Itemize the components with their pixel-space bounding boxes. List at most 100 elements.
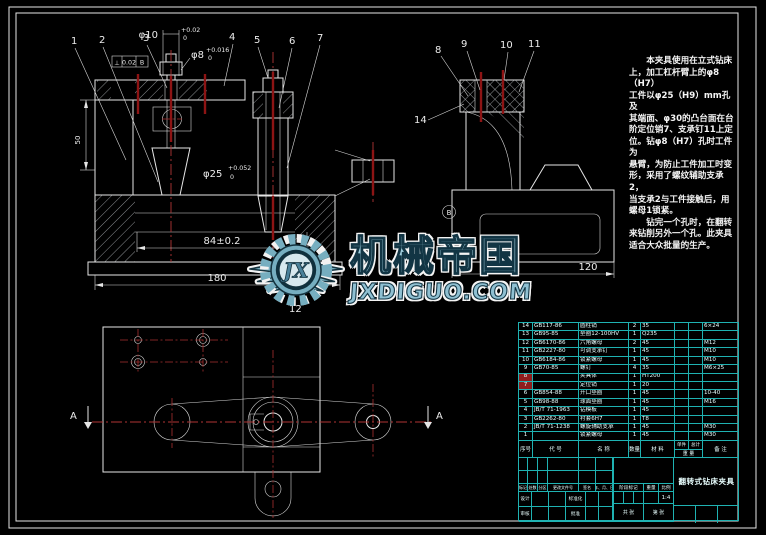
bom-cell-name: 定位销 <box>579 381 629 390</box>
bom-cell-name: 螺钉 <box>579 365 629 373</box>
bom-cell-unit-weight <box>675 323 689 331</box>
watermark-brand: 机械帝国 <box>349 231 522 280</box>
bom-cell-code: GB2227-80 <box>533 348 579 356</box>
bom-cell-total-weight <box>689 407 703 415</box>
bom-cell-total-weight <box>689 424 703 432</box>
bom-cell-material: 35 <box>641 323 675 331</box>
bom-cell-material: 45 <box>641 407 675 415</box>
bom-cell-total-weight <box>689 432 703 440</box>
bom-cell-unit-weight <box>675 407 689 415</box>
dim-phi10-upper: +0.02 <box>181 27 200 34</box>
bom-cell-unit-weight <box>675 381 689 390</box>
revision-labels: 标记 处数 分区 更改文件号 签名 年、月、日 <box>519 484 613 492</box>
bom-cell-num: 4 <box>519 407 533 415</box>
bom-cell-material: 45 <box>641 339 675 348</box>
bom-cell-total-weight <box>689 365 703 373</box>
front-view-dimensions: φ10 +0.02 0 φ8 +0.016 0 ⊥ 0.02 B φ25 +0.… <box>74 27 341 290</box>
bom-header-weight-label: 重 量 <box>682 450 695 457</box>
label-weight: 重量 <box>644 484 659 492</box>
bom-cell-remark: 10-40 <box>704 390 721 397</box>
bom-cell-unit-weight <box>675 365 689 373</box>
watermark-site: JXDIGUO.COM <box>349 279 534 305</box>
bom-cell-total-weight <box>689 339 703 348</box>
label-stage-mark: 阶段标记 <box>614 484 644 492</box>
drawing-title-cell: 翻转式钻床夹具 <box>673 458 739 523</box>
bom-cell-material: 45 <box>641 390 675 398</box>
label-approve: 批准 <box>566 507 586 522</box>
bom-header-weight: 单件 总计 重 量 <box>675 441 703 457</box>
callout-6: 6 <box>289 36 295 47</box>
bom-cell-qty: 1 <box>629 415 641 424</box>
callout-2: 2 <box>99 35 105 46</box>
bom-cell-total-weight <box>689 348 703 356</box>
bom-row: 14 GB117-86 圆柱销 2 35 6×24 <box>519 323 738 332</box>
signature-area: 设计 标准化 审核 批准 <box>519 492 613 522</box>
bom-cell-qty: 1 <box>629 356 641 365</box>
bom-header-qty: 数量 <box>629 441 641 457</box>
bom-cell-unit-weight <box>675 432 689 440</box>
bom-row: 10 GB6184-86 锁紧螺母 1 45 M10 <box>519 356 738 366</box>
bom-cell-name: 六角螺母 <box>579 339 629 348</box>
bom-cell-qty: 1 <box>629 373 641 381</box>
dim-phi8-lower: 0 <box>208 55 212 62</box>
bom-cell-remark <box>703 374 738 381</box>
bom-cell-unit-weight <box>675 331 689 339</box>
bom-cell-total-weight <box>689 415 703 424</box>
label-design: 设计 <box>519 492 532 507</box>
bom-cell-qty: 2 <box>629 323 641 331</box>
callout-11: 11 <box>528 39 541 50</box>
bom-cell-name: 圆柱销 <box>579 323 629 331</box>
bom-cell-remark: M6×25 <box>704 365 725 372</box>
bom-header-total: 总计 <box>691 442 700 448</box>
bom-and-title-block: 14 GB117-86 圆柱销 2 35 6×24 13 GB95-85 垫圈1… <box>518 322 739 523</box>
bom-row: 9 GB70-85 螺钉 4 35 M6×25 <box>519 365 738 374</box>
bom-cell-code: GB6184-86 <box>533 356 579 365</box>
bom-cell-material: 45 <box>641 356 675 365</box>
label-review: 审核 <box>519 507 532 522</box>
label-change-file: 更改文件号 <box>548 484 579 492</box>
bom-cell-name: 可调支承钉 <box>579 348 629 356</box>
bom-cell-num: 2 <box>519 424 533 432</box>
bom-cell-qty: 1 <box>629 390 641 398</box>
bom-cell-name: 锁紧螺母 <box>579 432 629 440</box>
bom-cell-qty: 1 <box>629 348 641 356</box>
bom-cell-code: JB/T 71-1238 <box>533 424 579 432</box>
bom-rows: 14 GB117-86 圆柱销 2 35 6×24 13 GB95-85 垫圈1… <box>519 323 738 441</box>
side-view: B 120 <box>442 70 615 278</box>
bom-header-num: 序号 <box>519 441 533 457</box>
bom-cell-remark: M10 <box>704 356 716 363</box>
bom-cell-name: 球面垫圈 <box>579 398 629 407</box>
bom-cell-num: 3 <box>519 415 533 424</box>
bom-cell-unit-weight <box>675 390 689 398</box>
bom-cell-material: T8 <box>641 415 675 424</box>
dim-120: 120 <box>578 262 597 273</box>
bom-row: 8 夹具体 1 HT200 <box>519 373 738 382</box>
bom-cell-code: GB6170-86 <box>533 339 579 348</box>
bom-cell-code: GB95-85 <box>533 331 579 339</box>
bom-cell-code <box>533 373 579 381</box>
bom-cell-code: GB854-88 <box>533 390 579 398</box>
label-zone: 分区 <box>538 484 548 492</box>
dim-phi10: φ10 <box>139 30 158 41</box>
bom-row: 6 GB854-88 开口垫圈 1 45 10-40 <box>519 390 738 399</box>
section-label-a-right: A <box>436 411 443 422</box>
label-count: 处数 <box>528 484 538 492</box>
label-sheet-no: 第 张 <box>644 504 674 522</box>
bom-header-code: 代 号 <box>533 441 579 457</box>
bom-cell-total-weight <box>689 373 703 381</box>
gdt-value: 0.02 <box>122 60 136 67</box>
bom-cell-code: GB70-85 <box>533 365 579 373</box>
bom-cell-num: 13 <box>519 331 533 339</box>
bom-cell-remark: 6×24 <box>704 323 720 329</box>
bom-cell-name: 衬套6H7 <box>579 415 629 424</box>
dim-180: 180 <box>207 273 226 284</box>
bom-cell-unit-weight <box>675 339 689 348</box>
bom-cell-name: 开口垫圈 <box>579 390 629 398</box>
bom-cell-num: 6 <box>519 390 533 398</box>
bom-cell-material: 45 <box>641 348 675 356</box>
bom-cell-total-weight <box>689 381 703 390</box>
bom-cell-num: 12 <box>519 339 533 348</box>
bom-cell-total-weight <box>689 356 703 365</box>
bom-cell-qty: 4 <box>629 365 641 373</box>
